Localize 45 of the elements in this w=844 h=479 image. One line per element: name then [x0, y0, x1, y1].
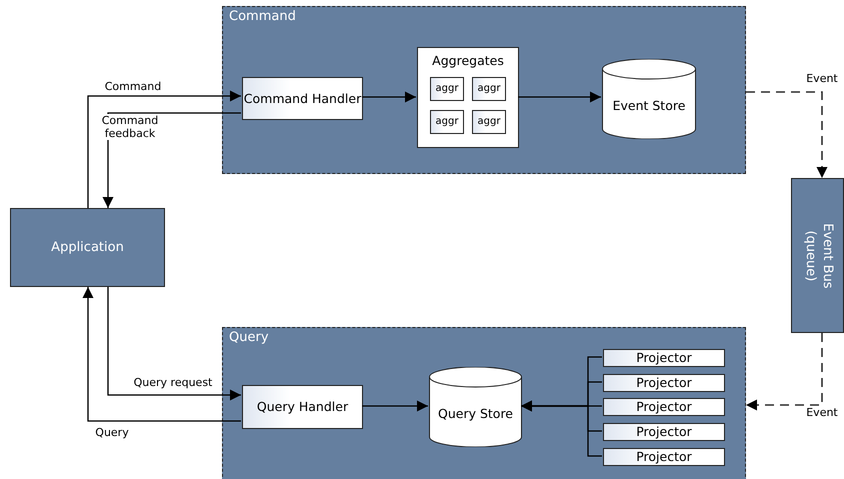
node-label: Projector — [636, 350, 692, 366]
edge-label: Command feedback — [100, 114, 160, 140]
arrow — [362, 92, 416, 102]
process-box — [10, 208, 165, 287]
process-box — [242, 385, 363, 429]
node-label: Query Store — [438, 406, 513, 420]
node-label: Query Handler — [256, 399, 348, 415]
process-box — [242, 77, 363, 120]
node-label: Command — [229, 9, 296, 24]
node-label: aggr — [436, 82, 458, 96]
node-label: aggr — [478, 116, 500, 128]
process-box — [603, 448, 725, 466]
process-box — [791, 178, 844, 333]
node-label: Projector — [636, 399, 692, 415]
arrow — [107, 287, 241, 400]
node-label: Query — [229, 330, 269, 345]
node-label: Application — [51, 240, 124, 255]
arrow — [746, 91, 828, 178]
process-box — [430, 77, 464, 101]
arrow — [102, 112, 241, 208]
node-label: Aggregates — [431, 53, 505, 68]
aggregates-box — [417, 47, 519, 148]
container-panel — [222, 327, 746, 479]
node-label: aggr — [436, 116, 458, 128]
node-label: Projector — [636, 449, 692, 465]
process-box — [430, 110, 464, 134]
process-box — [472, 110, 506, 134]
node-label: Projector — [636, 424, 692, 440]
arrow — [362, 400, 428, 412]
arrow — [87, 90, 241, 208]
process-box — [603, 423, 725, 441]
process-box — [472, 77, 506, 101]
process-box — [603, 398, 725, 416]
process-box — [603, 374, 725, 392]
arrow — [82, 287, 241, 422]
arrow — [746, 333, 823, 410]
node-label: Event Bus (queue) — [802, 222, 834, 290]
container-panel — [222, 6, 746, 174]
node-label: aggr — [478, 82, 500, 96]
node-label: Event Store — [612, 98, 686, 112]
process-box — [603, 349, 725, 367]
node-label: Projector — [636, 375, 692, 391]
arrow — [521, 400, 602, 457]
node-label: Command Handler — [244, 90, 362, 106]
arrow — [518, 92, 601, 102]
